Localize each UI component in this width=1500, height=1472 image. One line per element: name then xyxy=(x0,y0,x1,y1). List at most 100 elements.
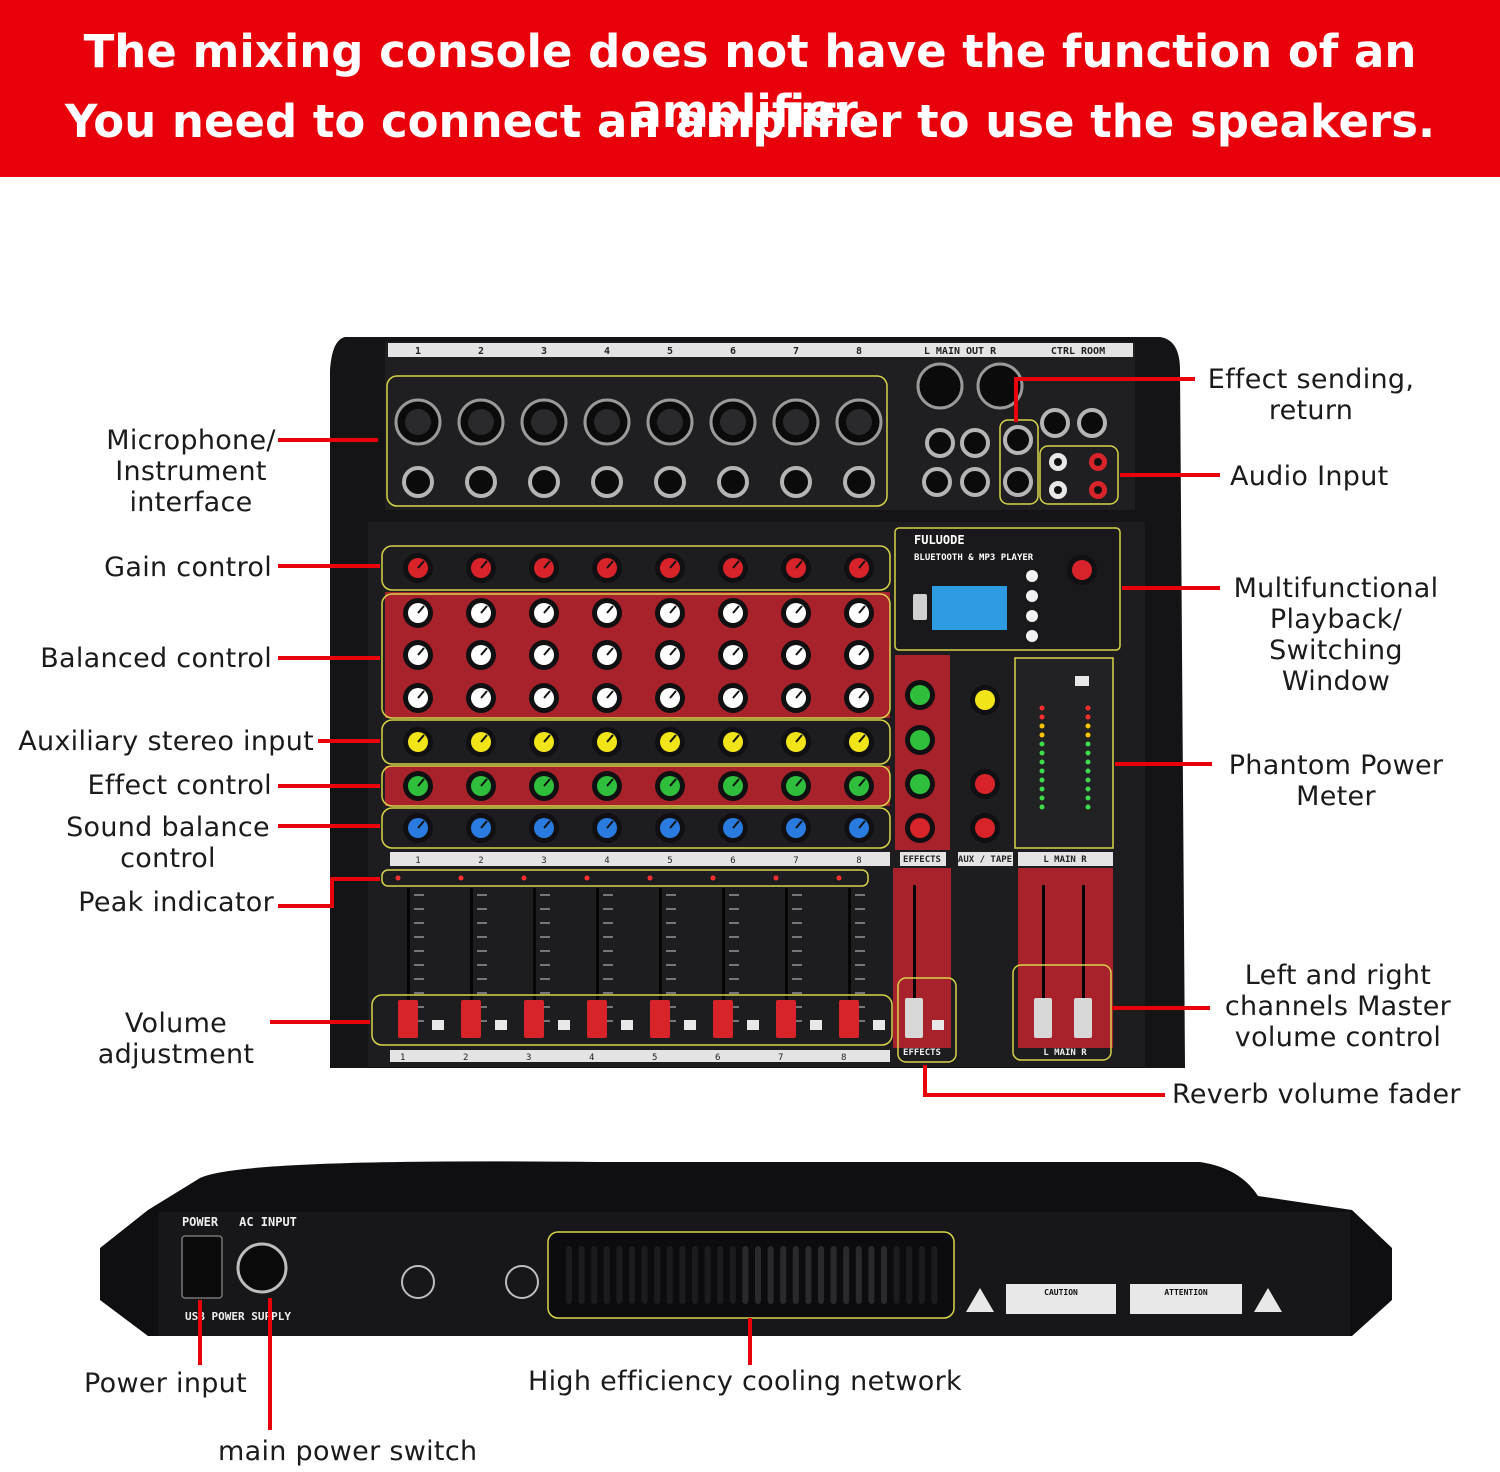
effects-fader-cap-icon xyxy=(905,998,923,1038)
meter-led-icon xyxy=(1085,786,1091,792)
pfl-button-icon xyxy=(621,1020,633,1030)
meter-led-icon xyxy=(1085,759,1091,765)
vent-slot xyxy=(603,1246,610,1304)
fader-cap-icon xyxy=(776,1000,796,1038)
vent-slot xyxy=(616,1246,623,1304)
knob-pointer xyxy=(606,560,614,569)
knob-pointer xyxy=(732,778,740,787)
peak-led-icon xyxy=(647,875,653,881)
meter-led-icon xyxy=(1039,795,1045,801)
meter-led-icon xyxy=(1039,768,1045,774)
knob-icon xyxy=(975,818,995,838)
channel-number-bottom: 8 xyxy=(841,1053,846,1063)
meter-led-icon xyxy=(1039,750,1045,756)
callout-sound-balance: Sound balance control xyxy=(66,812,270,874)
rear-vents xyxy=(566,1246,938,1304)
channel-number-mid: 7 xyxy=(793,856,798,866)
meter-led-icon xyxy=(1085,777,1091,783)
meter-led-icon xyxy=(1039,714,1045,720)
line-jack-icon xyxy=(402,466,434,498)
meter-led-icon xyxy=(1039,723,1045,729)
knob-pointer xyxy=(795,778,803,787)
knob-pointer xyxy=(669,734,677,743)
peak-led-icon xyxy=(836,875,842,881)
knob-pointer xyxy=(543,605,551,614)
line-jack-icon xyxy=(591,466,623,498)
channel-number-mid: 5 xyxy=(667,856,672,866)
usb-port-icon xyxy=(913,594,927,620)
knob-pointer xyxy=(480,734,488,743)
knob-pointer xyxy=(669,820,677,829)
jack-icon xyxy=(960,467,990,497)
fader-track xyxy=(470,888,473,1038)
knob-icon xyxy=(910,685,930,705)
knob-icon xyxy=(910,818,930,838)
meter-led-icon xyxy=(1085,732,1091,738)
vent-slot xyxy=(729,1246,736,1304)
knob-pointer xyxy=(543,734,551,743)
knob-pointer xyxy=(417,560,425,569)
callout-mic-instrument: Microphone/ Instrument interface xyxy=(106,425,276,518)
knob-pointer xyxy=(543,647,551,656)
jack-icon xyxy=(1003,425,1033,455)
knob-pointer xyxy=(606,690,614,699)
meter-led-icon xyxy=(1039,786,1045,792)
xlr-jack-core xyxy=(531,409,557,435)
pfl-button-icon xyxy=(932,1020,944,1030)
knob-pointer xyxy=(417,734,425,743)
callout-volume: Volume adjustment xyxy=(97,1008,255,1070)
rear-power-label: POWER xyxy=(182,1215,219,1229)
main-fader-label: L MAIN R xyxy=(1043,1048,1087,1058)
callout-gain: Gain control xyxy=(104,552,272,583)
line-jack-icon xyxy=(654,466,686,498)
pfl-button-icon xyxy=(684,1020,696,1030)
player-button-icon xyxy=(1026,610,1038,622)
line-jack-icon xyxy=(528,466,560,498)
fader-cap-icon xyxy=(839,1000,859,1038)
vent-slot xyxy=(792,1246,799,1304)
vent-slot xyxy=(918,1246,925,1304)
callout-power-input: Power input xyxy=(84,1368,247,1399)
knob-pointer xyxy=(417,820,425,829)
pfl-button-icon xyxy=(810,1020,822,1030)
knob-pointer xyxy=(606,605,614,614)
meter-led-icon xyxy=(1085,750,1091,756)
knob-pointer xyxy=(732,605,740,614)
vent-slot xyxy=(906,1246,913,1304)
fader-track xyxy=(596,888,599,1038)
knob-pointer xyxy=(417,778,425,787)
fader-track xyxy=(533,888,536,1038)
knob-pointer xyxy=(795,647,803,656)
peak-led-icon xyxy=(395,875,401,881)
vent-slot xyxy=(767,1246,774,1304)
callout-peak: Peak indicator xyxy=(78,887,274,918)
channel-number-top: 7 xyxy=(793,346,799,357)
vent-slot xyxy=(591,1246,598,1304)
player-title: BLUETOOTH & MP3 PLAYER xyxy=(914,553,1034,563)
line-jack-icon xyxy=(717,466,749,498)
channel-number-top: 6 xyxy=(730,346,736,357)
master-fader-cap-icon xyxy=(1074,998,1092,1038)
knob-pointer xyxy=(669,690,677,699)
peak-led-icon xyxy=(521,875,527,881)
callout-balanced: Balanced control xyxy=(40,643,272,674)
xlr-jack-core xyxy=(846,409,872,435)
channel-number-mid: 1 xyxy=(415,856,420,866)
knob-pointer xyxy=(858,560,866,569)
knob-pointer xyxy=(795,734,803,743)
vent-slot xyxy=(742,1246,749,1304)
channel-number-top: 3 xyxy=(541,346,547,357)
fader-track xyxy=(659,888,662,1038)
peak-led-icon xyxy=(458,875,464,881)
xlr-jack-core xyxy=(468,409,494,435)
rca-core xyxy=(1094,458,1102,466)
channel-number-bottom: 7 xyxy=(778,1053,783,1063)
main-out-xlr-icon xyxy=(916,362,964,410)
vent-slot xyxy=(692,1246,698,1304)
knob-pointer xyxy=(417,605,425,614)
callout-cooling: High efficiency cooling network xyxy=(528,1366,962,1397)
effects-label: EFFECTS xyxy=(903,855,941,865)
knob-icon xyxy=(910,774,930,794)
